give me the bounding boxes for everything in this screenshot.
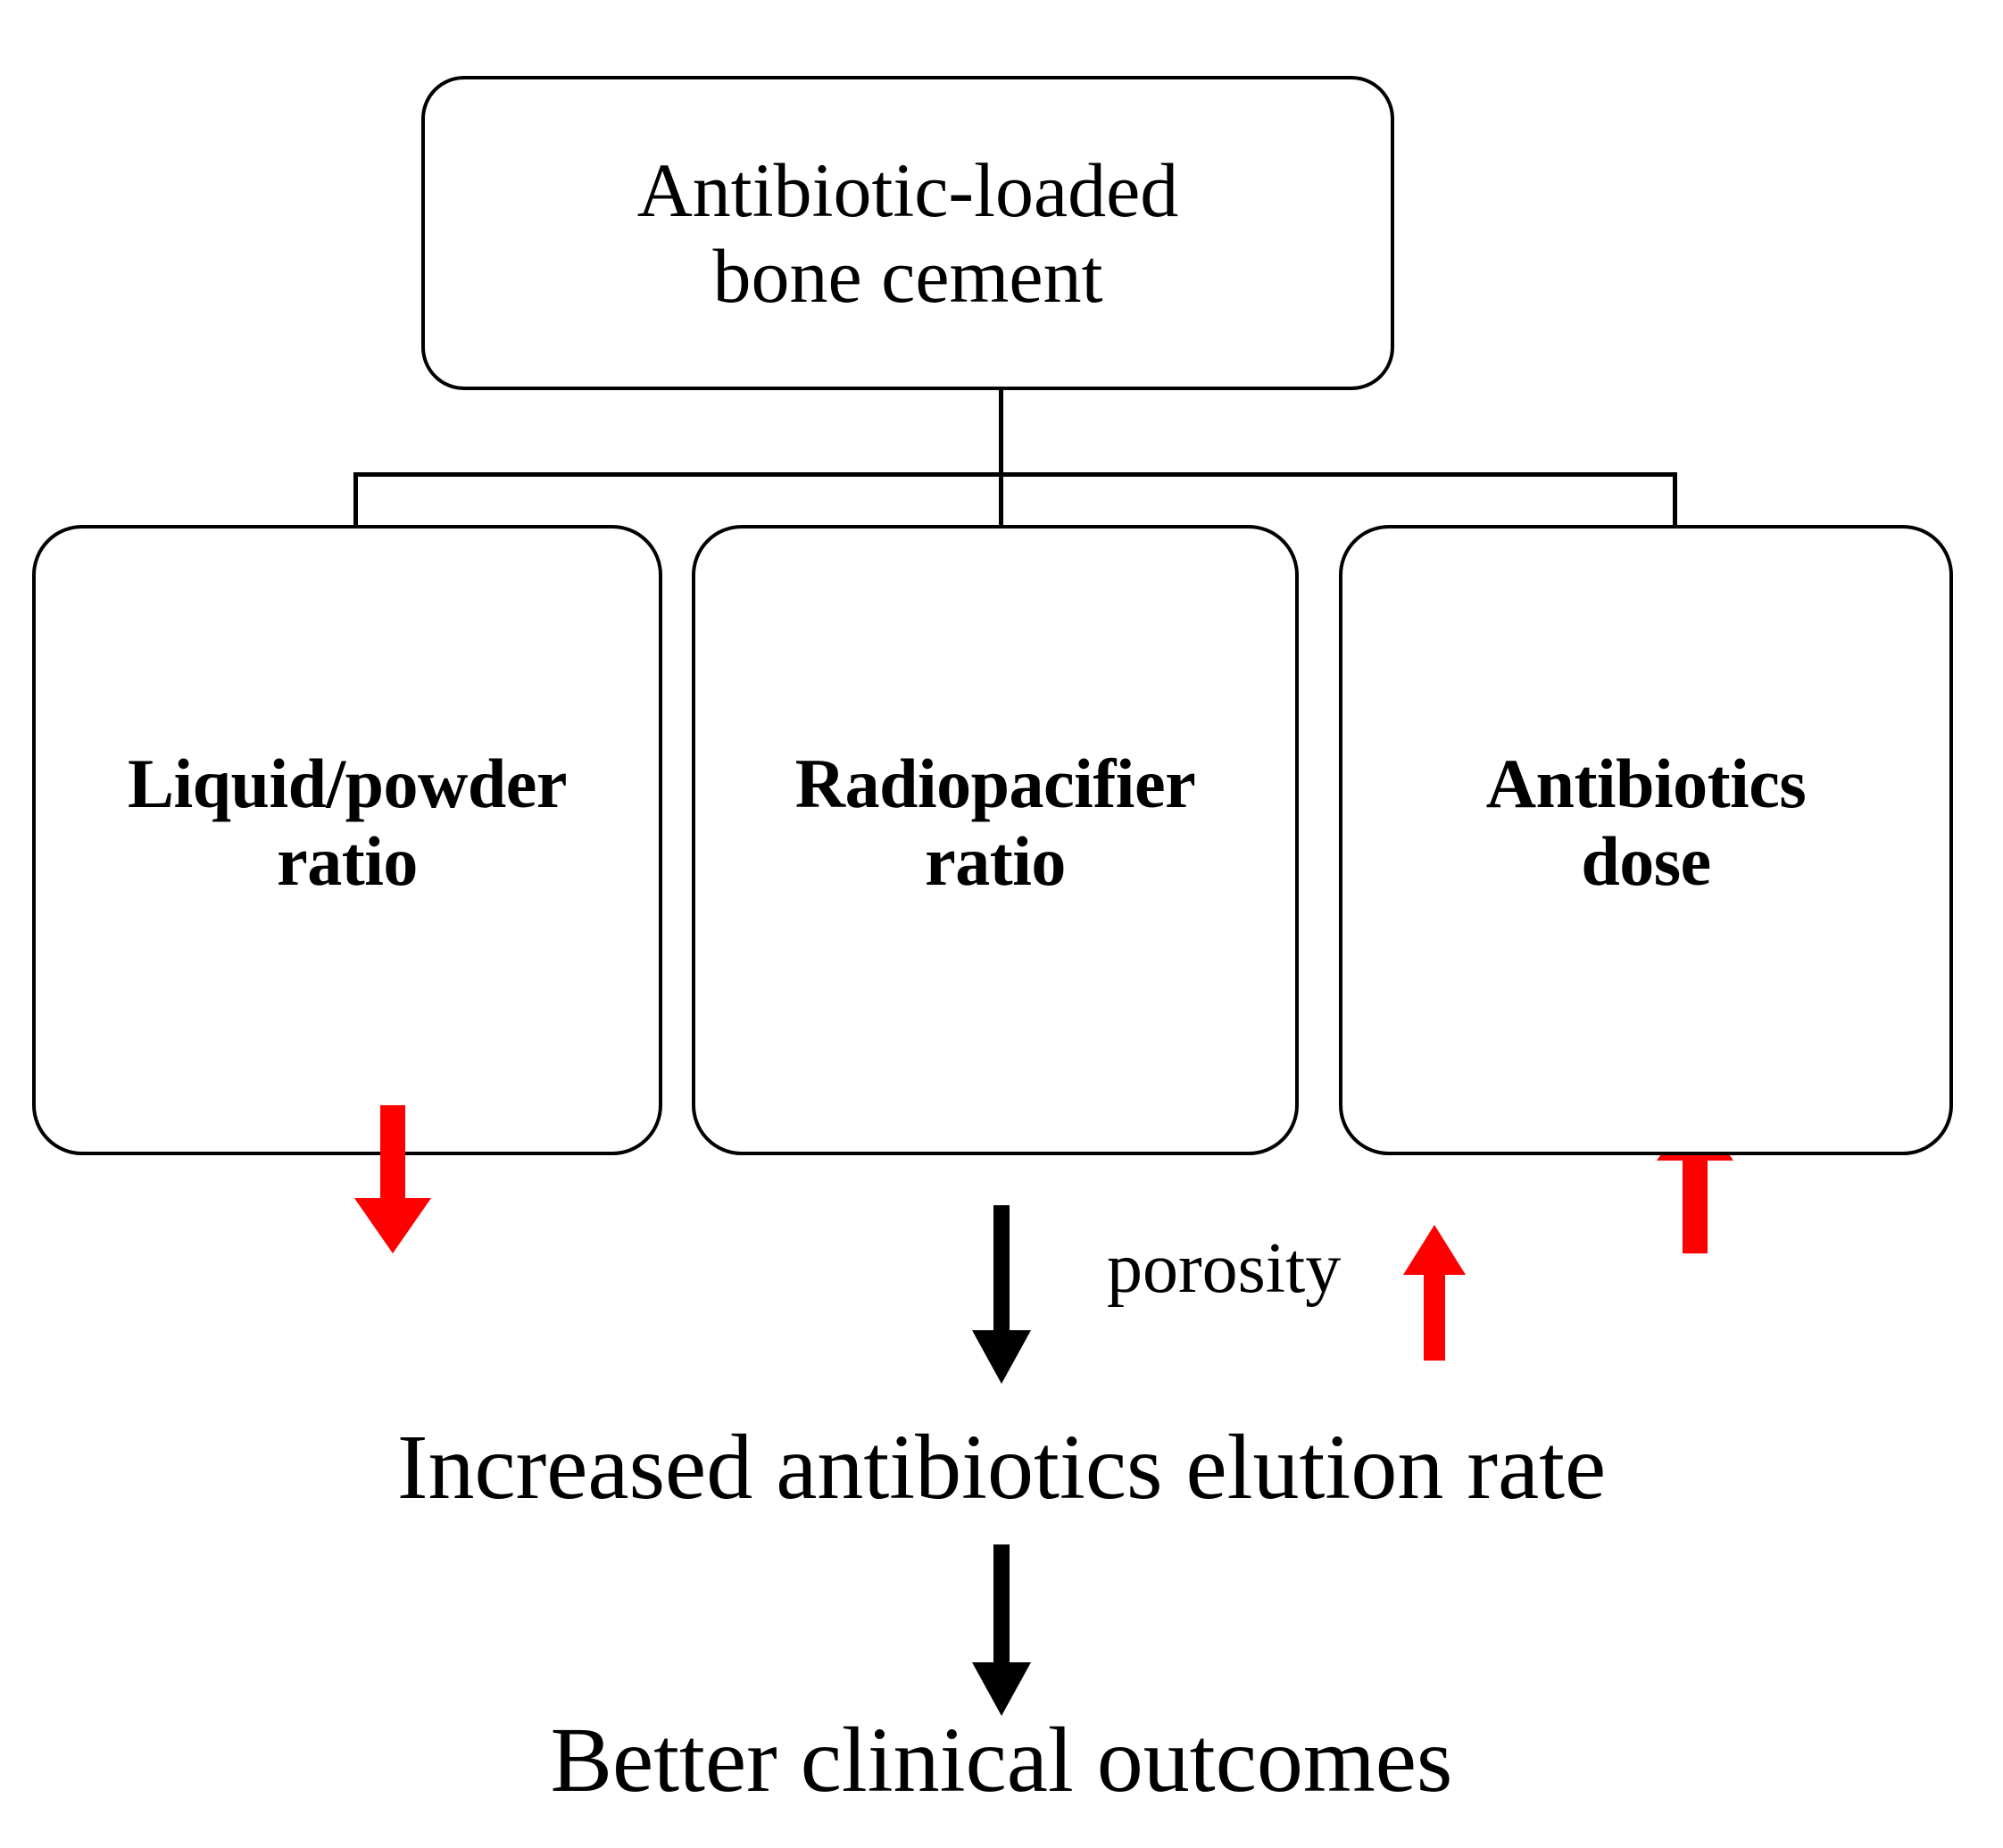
- red-arrow-down-icon: [354, 1105, 431, 1253]
- connector-horizontal-bus: [355, 472, 1677, 477]
- red-arrow-up-icon: [1403, 1225, 1466, 1361]
- porosity-label: porosity: [1107, 1229, 1342, 1308]
- node-antibiotics-dose: Antibiotics dose: [1339, 525, 1953, 1155]
- node-label-root: Antibiotic-loaded bone cement: [636, 146, 1179, 319]
- connector-drop-right: [1673, 472, 1677, 527]
- statement-increased-elution-rate: Increased antibiotics elution rate: [396, 1416, 1607, 1519]
- connector-drop-left: [353, 472, 358, 527]
- node-radiopacifier-ratio: Radiopacifier ratio: [692, 525, 1733, 1253]
- node-label-factor-1: Radiopacifier ratio: [794, 745, 1196, 901]
- statement-better-clinical-outcomes: Better clinical outcomes: [550, 1709, 1453, 1811]
- node-label-factor-2: Antibiotics dose: [1485, 745, 1807, 901]
- node-antibiotic-loaded-bone-cement: Antibiotic-loaded bone cement: [421, 76, 1394, 390]
- node-liquid-powder-ratio: Liquid/powder ratio: [32, 525, 662, 1253]
- connector-root-stem: [999, 390, 1003, 475]
- connector-drop-middle: [999, 472, 1003, 527]
- flow-arrow-down-icon: [972, 1205, 1031, 1384]
- flow-arrow-down-icon: [972, 1544, 1031, 1716]
- node-label-factor-0: Liquid/powder ratio: [127, 745, 568, 901]
